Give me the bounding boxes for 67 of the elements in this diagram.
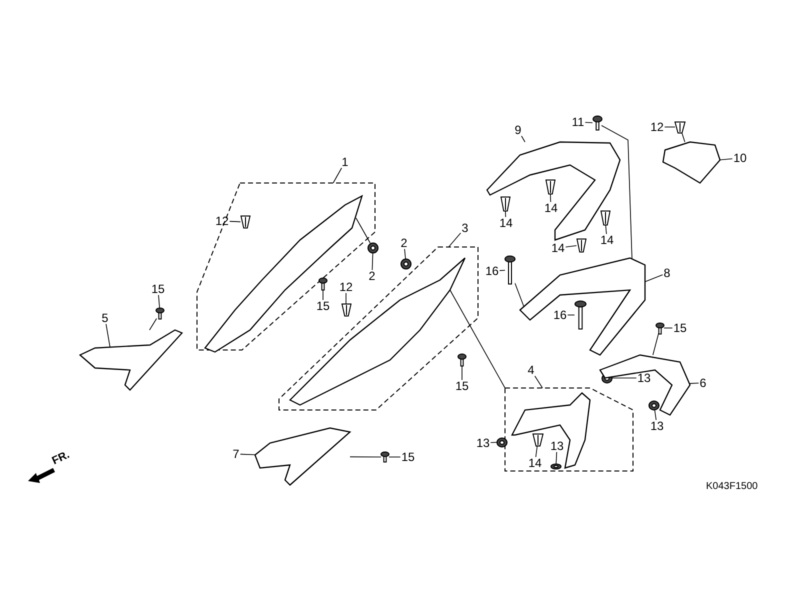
leader-line [521, 136, 526, 142]
callout-number: 8 [662, 267, 672, 279]
assembly-line [450, 290, 506, 388]
callout-number: 1 [340, 156, 350, 168]
leader-line [534, 376, 543, 388]
direction-label: FR. [50, 448, 72, 468]
callout-number: 13 [475, 437, 491, 449]
leader-line [106, 324, 110, 348]
leader-line [499, 270, 506, 271]
leader-line [158, 294, 160, 308]
callout-number: 15 [400, 451, 416, 463]
leader-line [605, 224, 607, 234]
assembly-line [681, 132, 686, 142]
leader-line [690, 382, 700, 384]
leader-line [372, 252, 374, 270]
leader-line [584, 122, 593, 124]
callout-number: 16 [552, 309, 568, 321]
callout-number: 4 [526, 364, 536, 376]
assembly-line [601, 125, 632, 260]
callout-number: 13 [549, 440, 565, 452]
leader-line [664, 126, 676, 128]
assembly-line [514, 282, 524, 308]
leader-line [556, 452, 558, 464]
callout-number: 6 [698, 377, 708, 389]
drawing-code: K043F1500 [706, 481, 758, 492]
leader-line [448, 232, 462, 248]
callout-number: 14 [527, 457, 543, 469]
callout-number: 14 [599, 234, 615, 246]
leader-line [229, 220, 241, 222]
leader-line [404, 248, 406, 260]
callout-number: 15 [150, 283, 166, 295]
leader-line [332, 168, 342, 184]
leader-line [567, 314, 575, 316]
callout-number: 16 [484, 265, 500, 277]
leader-line [504, 210, 506, 218]
leader-line [490, 442, 498, 443]
assembly-line [350, 456, 382, 458]
callout-number: 2 [368, 270, 376, 282]
callout-number: 12 [649, 121, 665, 133]
callout-number: 14 [498, 217, 514, 229]
callout-number: 15 [454, 380, 470, 392]
leader-line [654, 409, 657, 420]
leader-line [565, 245, 577, 248]
leader-line [550, 194, 552, 202]
assembly-line [149, 318, 157, 330]
callout-number: 2 [400, 237, 408, 249]
leader-line [535, 446, 538, 458]
callout-number: 15 [672, 322, 688, 334]
callout-number: 15 [315, 300, 331, 312]
leader-line [240, 454, 256, 456]
callout-number: 9 [514, 124, 522, 136]
assembly-line [356, 218, 371, 244]
callout-number: 11 [570, 116, 586, 128]
assembly-line [652, 333, 659, 356]
callout-number: 14 [550, 242, 566, 254]
leader-line [644, 274, 664, 282]
callout-number: 5 [100, 312, 110, 324]
leader-line [322, 290, 324, 300]
leader-line [388, 456, 401, 458]
callout-number: 13 [649, 420, 665, 432]
callout-number: 13 [636, 372, 652, 384]
callout-number: 12 [338, 281, 354, 293]
leader-line [720, 158, 733, 160]
callout-number: 10 [732, 152, 748, 164]
callout-number: 3 [460, 222, 470, 234]
callout-number: 14 [543, 202, 559, 214]
callout-number: 7 [232, 448, 240, 460]
